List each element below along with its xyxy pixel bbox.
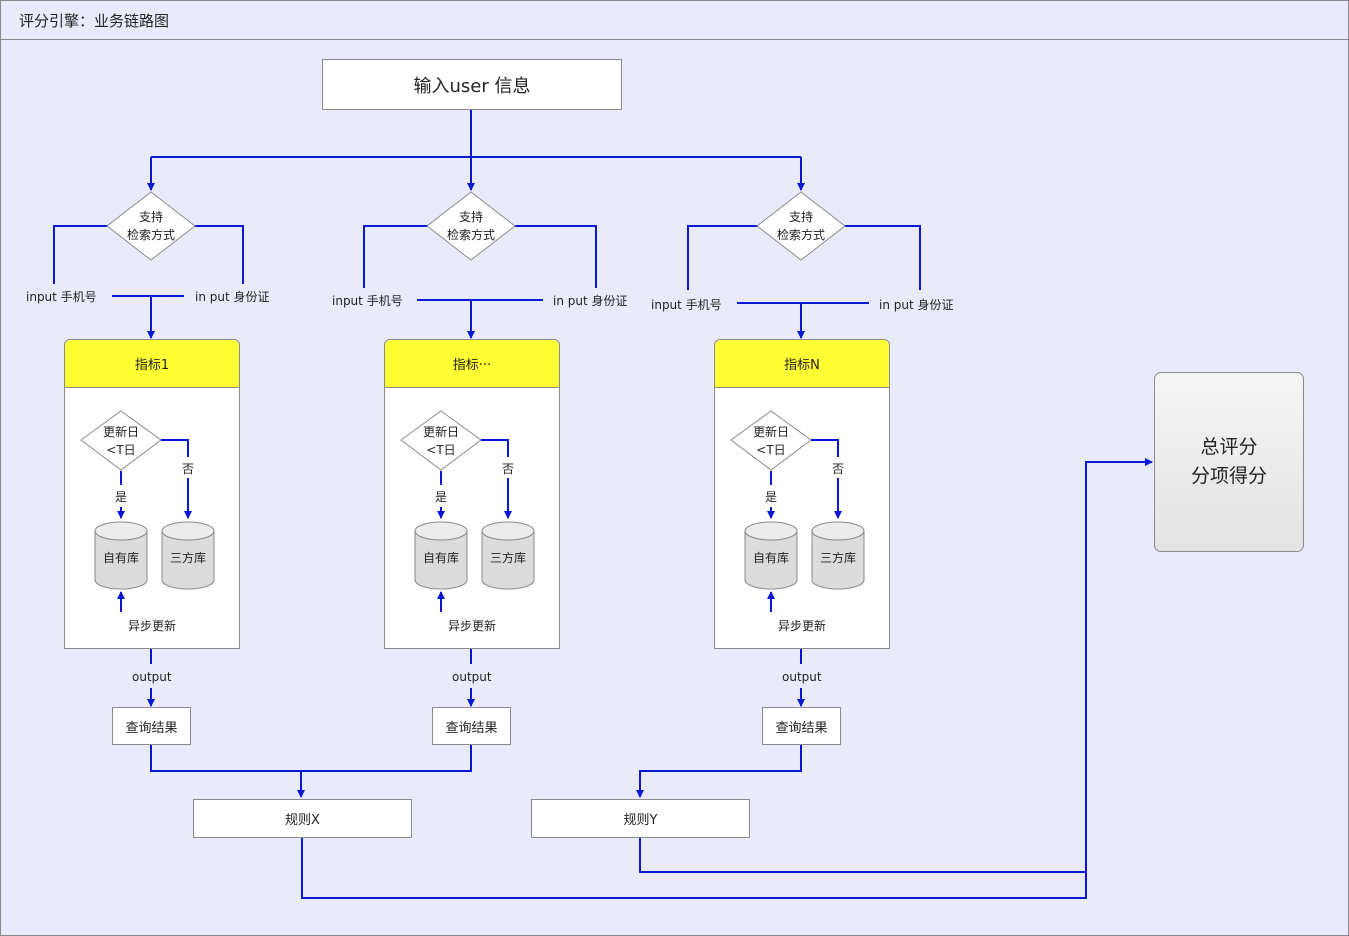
update-diamond-2-line1: 更新日: [422, 425, 459, 439]
diamond-2-line1: 支持: [458, 210, 483, 224]
update-diamond-2-text: 更新日 <T日: [396, 423, 486, 459]
update-date-diamond-1: [80, 410, 162, 471]
connector-diamond-1-right: [195, 225, 244, 284]
metric-card-2[interactable]: 指标···: [384, 339, 560, 649]
rule-x-box[interactable]: 规则X: [193, 799, 412, 838]
third-db-label-3: 三方库: [819, 551, 856, 565]
rule-y-box[interactable]: 规则Y: [531, 799, 750, 838]
third-db-label-1: 三方库: [169, 551, 206, 565]
search-method-diamond-2: [426, 191, 516, 261]
item-score-label: 分项得分: [1190, 465, 1267, 487]
third-db-label-2: 三方库: [489, 551, 526, 565]
update-diamond-3-text: 更新日 <T日: [726, 423, 816, 459]
title-bar: 评分引擎：业务链路图: [1, 1, 1348, 40]
diamond-3-text: 支持 检索方式: [756, 208, 846, 244]
search-method-diamond-1: [106, 191, 196, 261]
output-label-2: output: [452, 670, 492, 684]
async-update-label-1: 异步更新: [128, 619, 177, 633]
own-db-cylinder-1: [94, 521, 148, 590]
input-id-label-2: in put 身份证: [553, 294, 628, 308]
metric-card-2-header: 指标···: [385, 340, 559, 388]
diamond-3-line2: 检索方式: [776, 228, 825, 242]
third-db-cylinder-3: [811, 521, 865, 590]
diamond-1-line2: 检索方式: [126, 228, 175, 242]
own-db-label-3: 自有库: [752, 551, 789, 565]
diamond-1-text: 支持 检索方式: [106, 208, 196, 244]
yes-label-3: 是: [765, 490, 778, 504]
no-label-2: 否: [502, 462, 515, 476]
yes-label-2: 是: [435, 490, 448, 504]
update-diamond-1-text: 更新日 <T日: [76, 423, 166, 459]
no-label-1: 否: [182, 462, 195, 476]
own-db-cylinder-2: [414, 521, 468, 590]
search-method-diamond-3: [756, 191, 846, 261]
input-id-label-1: in put 身份证: [195, 290, 270, 304]
query-result-label-1: 查询结果: [125, 720, 178, 736]
query-result-label-2: 查询结果: [445, 720, 498, 736]
third-db-cylinder-2: [481, 521, 535, 590]
update-date-diamond-3: [730, 410, 812, 471]
query-result-label-3: 查询结果: [775, 720, 828, 736]
update-diamond-1-line2: <T日: [106, 443, 136, 457]
diamond-2-line2: 检索方式: [446, 228, 495, 242]
connector-result-2-to-rule-x: [301, 745, 472, 772]
async-update-label-2: 异步更新: [448, 619, 497, 633]
input-user-info-label: 输入user 信息: [413, 75, 531, 97]
connector-result-1-to-rule-x: [150, 745, 305, 798]
update-date-diamond-2: [400, 410, 482, 471]
own-db-cylinder-3: [744, 521, 798, 590]
input-phone-label-1: input 手机号: [26, 290, 97, 304]
connector-rule-y-to-total: [639, 838, 1086, 873]
third-db-cylinder-1: [161, 521, 215, 590]
diamond-3-line1: 支持: [788, 210, 813, 224]
diamond-1-line1: 支持: [138, 210, 163, 224]
metric-card-1[interactable]: 指标1: [64, 339, 240, 649]
query-result-box-1[interactable]: 查询结果: [112, 707, 191, 745]
update-diamond-1-line1: 更新日: [102, 425, 139, 439]
metric-card-1-header: 指标1: [65, 340, 239, 388]
async-update-label-3: 异步更新: [778, 619, 827, 633]
connector-diamond-3-right: [845, 225, 921, 290]
connector-diamond-2-right: [515, 225, 597, 288]
output-label-1: output: [132, 670, 172, 684]
connector-diamond-1-left: [53, 225, 108, 284]
input-id-label-3: in put 身份证: [879, 298, 954, 312]
total-score-box[interactable]: 总评分 分项得分: [1154, 372, 1304, 552]
connector-rule-x-to-total: [301, 458, 1153, 899]
output-label-3: output: [782, 670, 822, 684]
window-title: 评分引擎：业务链路图: [19, 12, 170, 30]
update-diamond-3-line2: <T日: [756, 443, 786, 457]
input-phone-label-3: input 手机号: [651, 298, 722, 312]
input-user-info-box[interactable]: 输入user 信息: [322, 59, 622, 110]
query-result-box-2[interactable]: 查询结果: [432, 707, 511, 745]
own-db-label-1: 自有库: [102, 551, 139, 565]
rule-y-label: 规则Y: [623, 813, 658, 828]
query-result-box-3[interactable]: 查询结果: [762, 707, 841, 745]
metric-card-3[interactable]: 指标N: [714, 339, 890, 649]
diamond-2-text: 支持 检索方式: [426, 208, 516, 244]
total-score-label: 总评分: [1200, 436, 1258, 458]
yes-label-1: 是: [115, 490, 128, 504]
connector-result-3-to-rule-y: [636, 745, 802, 798]
update-diamond-2-line2: <T日: [426, 443, 456, 457]
own-db-label-2: 自有库: [422, 551, 459, 565]
no-label-3: 否: [832, 462, 845, 476]
update-diamond-3-line1: 更新日: [752, 425, 789, 439]
input-phone-label-2: input 手机号: [332, 294, 403, 308]
metric-card-3-header: 指标N: [715, 340, 889, 388]
connector-diamond-3-left: [687, 225, 758, 290]
connector-diamond-2-left: [363, 225, 428, 288]
rule-x-label: 规则X: [285, 813, 320, 828]
